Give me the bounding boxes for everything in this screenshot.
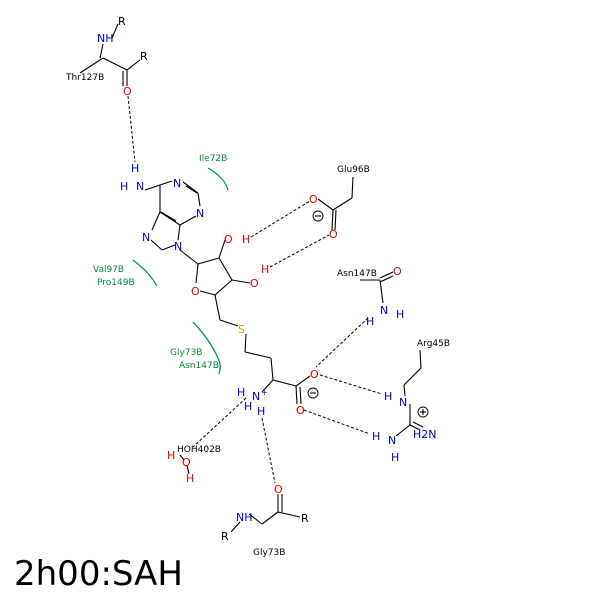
- atom-n-plus: N: [252, 390, 260, 403]
- atom-n1: N: [173, 177, 181, 190]
- atom-n7: N: [142, 231, 150, 244]
- residue-label-gly73b-arc: Gly73B: [170, 348, 202, 358]
- atom-n-amine: N: [136, 180, 144, 193]
- atom-o-asn: O: [393, 265, 402, 278]
- atom-n-plus-sign: +: [261, 388, 268, 397]
- atom-h-arg-ne: H: [384, 390, 392, 403]
- atom-n3: N: [196, 207, 204, 220]
- atom-o-glu-b: O: [329, 228, 338, 241]
- atom-nh2-arg: H2N: [413, 428, 437, 441]
- atom-h-arg-n2: H: [391, 451, 399, 464]
- residue-label-val97b: Val97B: [93, 265, 124, 275]
- atom-o-glu-a: O: [309, 193, 318, 206]
- atom-hn-amine: H: [120, 180, 128, 193]
- positive-charge-arg: [417, 406, 429, 418]
- atom-h-amine-1: H: [131, 162, 139, 175]
- charges: [307, 210, 429, 418]
- atom-h-o3: H: [261, 263, 269, 276]
- atom-nh-thr127: NH: [97, 32, 114, 45]
- hydrogen-bonds: [127, 95, 383, 484]
- residue-label-thr127b: Thr127B: [65, 73, 104, 83]
- atom-r-thr127-n: R: [118, 15, 126, 28]
- atom-n-arg-n: N: [388, 434, 396, 447]
- atom-o-carboxyl-b: O: [296, 404, 305, 417]
- atom-h-asn-b: H: [396, 308, 404, 321]
- atom-h-n-a: H: [237, 386, 245, 399]
- atom-h-n-b: H: [244, 400, 252, 413]
- atom-h-water-b: H: [186, 472, 194, 485]
- residue-label-glu96b: Glu96B: [337, 165, 370, 175]
- atom-h-water-a: H: [167, 449, 175, 462]
- atom-o-ring: O: [191, 285, 200, 298]
- bonds: [79, 23, 424, 533]
- atom-n-asn: N: [380, 304, 388, 317]
- atom-h-arg-n: H: [372, 430, 380, 443]
- hydrophobic-contacts: [132, 167, 229, 375]
- atom-h-o2: H: [242, 233, 250, 246]
- atom-r-thr127-c: R: [140, 50, 148, 63]
- diagram-title: 2h00:SAH: [14, 554, 183, 594]
- residue-label-pro149b: Pro149B: [97, 278, 135, 288]
- residue-label-hoh402b: HOH402B: [177, 445, 221, 455]
- residue-label-asn147b-arc: Asn147B: [179, 361, 219, 371]
- negative-charge-glu: [312, 210, 324, 222]
- atom-s: S: [238, 323, 245, 336]
- residue-label-asn147b-top: Asn147B: [337, 269, 377, 279]
- atom-o3-hydroxyl: O: [250, 277, 259, 290]
- atom-o-thr127: O: [123, 85, 132, 98]
- atom-r-gly-c: R: [301, 512, 309, 525]
- residue-label-arg45b: Arg45B: [417, 339, 450, 349]
- atom-o-carboxyl-a: O: [310, 368, 319, 381]
- atom-labels: R NH R O H H N N N N N O O H O H S H N +…: [97, 15, 437, 543]
- negative-charge-carboxylate: [307, 387, 319, 399]
- atom-h-asn-a: H: [366, 315, 374, 328]
- atom-r-gly-n: R: [221, 530, 229, 543]
- residue-labels: Thr127B Ile72B Glu96B Val97B Pro149B Asn…: [65, 73, 450, 558]
- atom-n9: N: [174, 240, 182, 253]
- atom-n-arg-ne: N: [399, 396, 407, 409]
- atom-nh-gly: NH: [236, 511, 253, 524]
- atom-o-gly: O: [274, 483, 283, 496]
- residue-label-ile72b: Ile72B: [199, 154, 227, 164]
- atom-o2-hydroxyl: O: [224, 233, 233, 246]
- atom-h-n-c: H: [257, 405, 265, 418]
- residue-label-gly73b-bottom: Gly73B: [253, 548, 285, 558]
- atom-o-water: O: [182, 456, 191, 469]
